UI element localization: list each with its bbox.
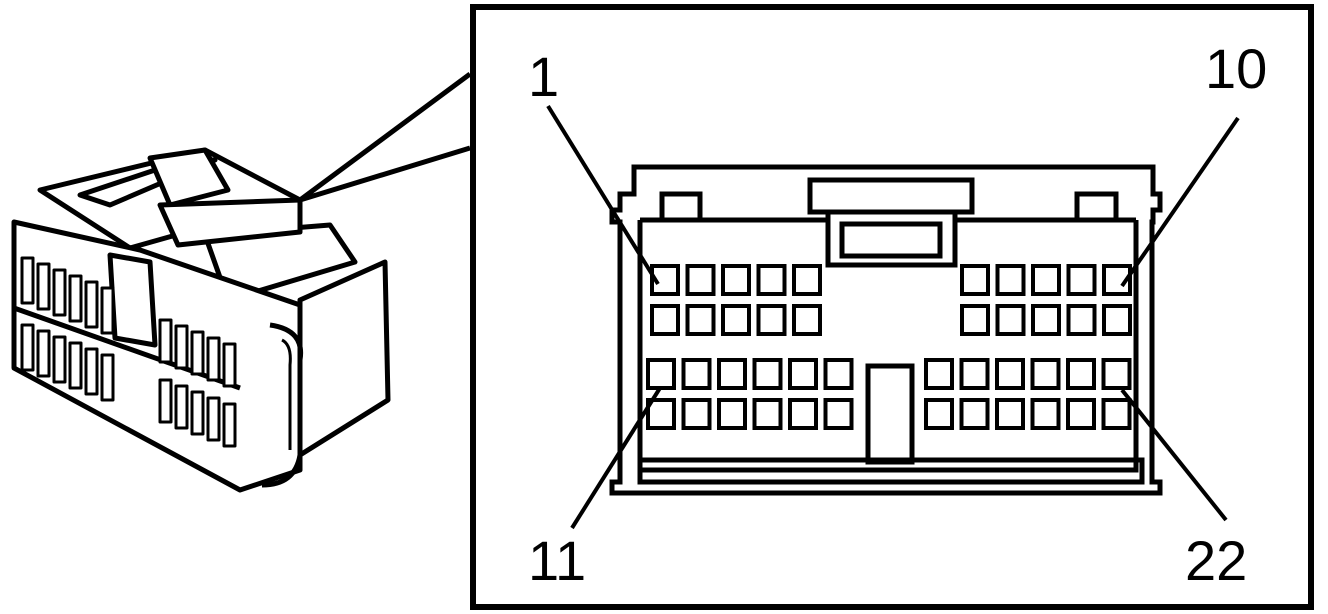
connector-slot — [52, 268, 67, 317]
leader-pin-10 — [1120, 116, 1240, 288]
connector-latch-tongue — [107, 252, 158, 348]
pin-cavity — [1066, 264, 1097, 296]
terminal-cavities — [646, 264, 1132, 430]
pin-cavity — [717, 358, 747, 390]
connector-slot — [206, 396, 221, 442]
pin-cavity — [685, 304, 716, 336]
pin-cavity — [721, 304, 751, 336]
connector-slot — [158, 378, 173, 424]
connector-slot — [68, 274, 83, 323]
pin-cavity — [685, 264, 716, 296]
pin-cavity — [1102, 304, 1132, 336]
connector-side-clip — [281, 338, 292, 450]
leader-pin-22 — [1120, 388, 1228, 522]
callout-line — [298, 71, 472, 203]
pin-cavity — [752, 398, 783, 430]
pin-cavity — [995, 264, 1026, 296]
housing-outline — [609, 164, 1163, 496]
pin-cavity — [959, 358, 990, 390]
pin-cavity — [646, 358, 676, 390]
connector-side-clip — [261, 322, 304, 488]
pin-cavity — [924, 358, 954, 390]
connector-slot — [20, 256, 35, 305]
pin-cavity — [1030, 358, 1061, 390]
connector-top-rail — [157, 197, 303, 248]
pin-cavity — [681, 358, 712, 390]
pin-cavity — [959, 398, 990, 430]
connector-slot — [52, 335, 67, 384]
inner-wall — [637, 217, 1139, 473]
pin-cavity — [1031, 264, 1061, 296]
pin-cavity — [752, 358, 783, 390]
connector-latch — [147, 147, 231, 208]
pin-cavity — [995, 398, 1025, 430]
inset-frame — [470, 4, 1314, 610]
pin-cavity — [1030, 398, 1061, 430]
pin-cavity — [792, 264, 822, 296]
connector-slot — [20, 323, 35, 372]
pin-cavity — [1066, 358, 1096, 390]
connector-slot — [68, 341, 83, 390]
leader-lines — [546, 104, 1240, 530]
center-key — [865, 363, 915, 465]
pin-cavity — [960, 304, 990, 336]
top-key — [807, 177, 975, 215]
leader-pin-1 — [546, 104, 660, 286]
pin-cavity — [995, 358, 1025, 390]
connector-slot — [222, 342, 237, 388]
connector-slot — [174, 384, 189, 430]
pin-cavity — [823, 358, 854, 390]
pin-cavity — [1101, 358, 1132, 390]
connector-side-face — [297, 259, 391, 458]
pin-cavity — [717, 398, 747, 430]
leader-pin-11 — [570, 386, 662, 530]
pin-cavity — [1066, 398, 1096, 430]
pin-cavity — [823, 398, 854, 430]
pin-cavity — [792, 304, 822, 336]
pin-cavity — [681, 398, 712, 430]
connector-face — [609, 164, 1163, 496]
pin-label-1: 1 — [528, 45, 559, 108]
connector-slot — [190, 390, 205, 436]
connector-slot — [206, 336, 221, 382]
pin-label-10: 10 — [1205, 37, 1267, 100]
connector-3d-icon — [11, 147, 391, 493]
pin-cavity — [995, 304, 1026, 336]
pin-label-22: 22 — [1185, 529, 1247, 592]
pin-label-11: 11 — [528, 529, 586, 592]
pin-cavity — [650, 304, 680, 336]
connector-slot — [158, 318, 173, 364]
connector-slot — [84, 280, 99, 329]
pin-cavity — [1101, 398, 1132, 430]
connector-slot — [36, 262, 51, 311]
connector-slot — [190, 330, 205, 376]
pin-cavity — [788, 358, 818, 390]
connector-slot — [222, 402, 237, 448]
pin-cavity — [721, 264, 751, 296]
connector-slot — [100, 353, 115, 402]
key-slot — [839, 221, 943, 259]
pin-cavity — [756, 264, 787, 296]
pin-cavity — [960, 264, 990, 296]
pin-cavity — [1066, 304, 1097, 336]
pin-cavity — [646, 398, 676, 430]
pin-cavity — [1031, 304, 1061, 336]
connector-slot — [84, 347, 99, 396]
key-notch — [825, 212, 958, 268]
connector-cavities — [20, 256, 237, 448]
pin-cavity — [924, 398, 954, 430]
pin-cavity — [756, 304, 787, 336]
connector-slot — [174, 324, 189, 370]
connector-slot — [36, 329, 51, 378]
connector-slot — [100, 286, 115, 335]
pin-cavity — [788, 398, 818, 430]
